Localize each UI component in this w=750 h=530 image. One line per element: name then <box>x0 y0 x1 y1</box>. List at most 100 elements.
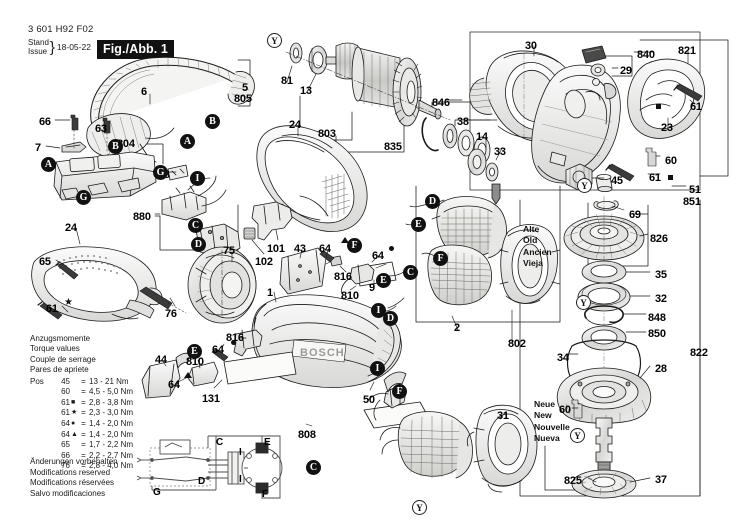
figure-badge: Fig./Abb. 1 <box>97 40 174 59</box>
new-es: Nueva <box>534 433 560 444</box>
wiring-label-i: I <box>239 447 242 458</box>
part-callout-846: 846 <box>432 97 450 109</box>
part-callout-2: 2 <box>454 322 460 334</box>
part-callout-822: 822 <box>690 347 708 359</box>
connection-bullet-c: C <box>188 218 203 233</box>
wiring-label-f: F <box>262 489 268 500</box>
ring-marker-y: Y <box>577 178 592 193</box>
old-en: Old <box>523 235 538 246</box>
footnote-es: Salvo modificaciones <box>30 488 106 498</box>
part-callout-28: 28 <box>655 363 667 375</box>
part-callout-63: 63 <box>95 123 107 135</box>
connection-bullet-e: E <box>376 273 391 288</box>
mark-dot-64c <box>231 340 236 345</box>
part-callout-805: 805 <box>234 93 252 105</box>
torque-equals: = <box>81 397 86 407</box>
part-callout-102: 102 <box>255 256 273 268</box>
connection-bullet-f: F <box>347 238 362 253</box>
torque-value: 13 - 21 Nm <box>89 376 129 386</box>
wiring-label-c: C <box>216 437 224 448</box>
part-callout-803: 803 <box>318 128 336 140</box>
wiring-label-d: D <box>198 476 206 487</box>
connection-bullet-f: F <box>433 251 448 266</box>
wiring-label-i: I <box>239 474 242 485</box>
torque-value: 4,5 - 5,0 Nm <box>89 387 134 397</box>
part-callout-64: 64 <box>212 344 224 356</box>
part-callout-51: 51 <box>689 184 701 196</box>
connection-bullet-c: C <box>403 265 418 280</box>
part-callout-24: 24 <box>65 222 77 234</box>
torque-row: 66=2,2 - 2,7 Nm <box>30 451 133 462</box>
connection-bullet-g: G <box>76 190 91 205</box>
part-callout-816: 816 <box>334 271 352 283</box>
footnote-fr: Modifications réservées <box>30 478 115 487</box>
issue-labels: Stand Issue <box>28 38 49 56</box>
ring-marker-y: Y <box>576 295 591 310</box>
part-callout-43: 43 <box>294 243 306 255</box>
part-callout-30: 30 <box>525 40 537 52</box>
part-callout-1: 1 <box>267 287 273 299</box>
part-callout-60: 60 <box>665 155 677 167</box>
part-callout-880: 880 <box>133 211 151 223</box>
part-callout-826: 826 <box>650 233 668 245</box>
part-callout-29: 29 <box>620 65 632 77</box>
torque-equals: = <box>81 429 86 439</box>
torque-row: 64▲=1,4 - 2,0 Nm <box>30 430 133 441</box>
part-number: 3 601 H92 F02 <box>28 24 94 35</box>
part-callout-69: 69 <box>629 209 641 221</box>
part-callout-32: 32 <box>655 293 667 305</box>
part-callout-64: 64 <box>168 379 180 391</box>
connection-bullet-i: I <box>190 171 205 186</box>
connection-bullet-g: G <box>153 165 168 180</box>
torque-equals: = <box>81 408 86 418</box>
torque-position: 61 <box>61 408 70 418</box>
torque-equals: = <box>81 450 86 460</box>
new-fr: Nouvelle <box>534 421 570 432</box>
torque-value: 2,2 - 2,7 Nm <box>89 450 134 460</box>
part-callout-23: 23 <box>661 122 673 134</box>
part-callout-45: 45 <box>611 175 623 187</box>
torque-position: 64 <box>61 429 70 439</box>
torque-mark: ▲ <box>71 430 78 438</box>
torque-value: 1,4 - 2,0 Nm <box>89 419 134 428</box>
issue-row: Stand Issue } 18-05-22 <box>28 38 93 56</box>
torque-title-fr: Couple de serrage <box>30 354 96 364</box>
part-callout-7: 7 <box>35 142 41 154</box>
ring-marker-y: Y <box>570 428 585 443</box>
part-callout-802: 802 <box>508 338 526 350</box>
part-callout-24: 24 <box>289 119 301 131</box>
old-variant-note: Alte Old Ancien Vieja <box>523 224 552 270</box>
part-callout-851: 851 <box>683 196 701 208</box>
torque-value: 2,3 - 3,0 Nm <box>89 408 134 418</box>
torque-equals: = <box>81 419 86 428</box>
part-callout-76: 76 <box>165 308 177 320</box>
old-es: Vieja <box>523 258 543 269</box>
part-callout-33: 33 <box>494 146 506 158</box>
part-callout-38: 38 <box>457 116 469 128</box>
stand-label: Stand <box>28 38 49 47</box>
connection-bullet-c: C <box>306 460 321 475</box>
part-callout-81: 81 <box>281 75 293 87</box>
torque-row: 64●=1,4 - 2,0 Nm <box>30 419 133 430</box>
new-de: Neue <box>534 399 556 409</box>
torque-position: 45 <box>61 376 70 386</box>
connection-bullet-a: A <box>41 157 56 172</box>
connection-bullet-f: F <box>392 384 407 399</box>
torque-position: 61 <box>61 397 70 407</box>
torque-equals: = <box>81 387 86 397</box>
torque-row: 61★=2,3 - 3,0 Nm <box>30 408 133 419</box>
torque-position: 76 <box>61 461 70 471</box>
torque-row: 60=4,5 - 5,0 Nm <box>30 387 133 398</box>
issue-date: 18-05-22 <box>56 42 91 52</box>
part-callout-808: 808 <box>298 429 316 441</box>
new-en: New <box>534 410 552 421</box>
part-callout-44: 44 <box>155 354 167 366</box>
torque-values-table: Anzugsmomente Torque values Couple de se… <box>30 334 133 472</box>
part-callout-61: 61 <box>46 303 58 315</box>
part-callout-9: 9 <box>369 282 375 294</box>
connection-bullet-d: D <box>383 311 398 326</box>
